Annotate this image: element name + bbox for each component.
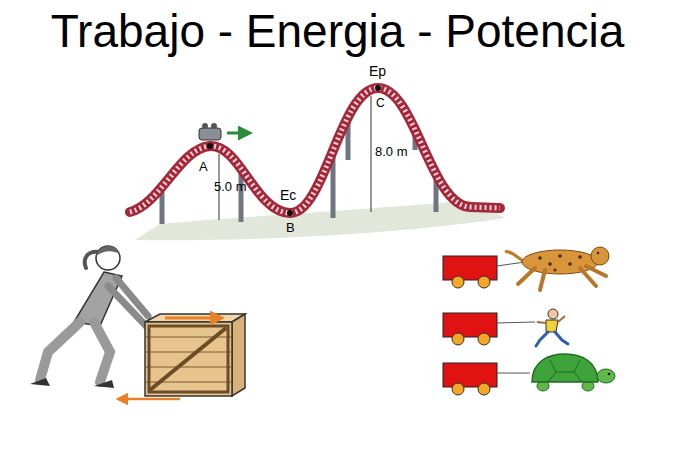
- crate-part: [145, 322, 232, 396]
- roller-coaster: [130, 85, 505, 240]
- cart-turtle-part: [497, 373, 530, 374]
- leg-back: [40, 322, 80, 380]
- cart-cheetah: [443, 247, 609, 290]
- cheetah-head: [591, 247, 609, 265]
- cart-cheetah-part: [452, 276, 464, 288]
- cart-cheetah-part: [497, 262, 525, 266]
- woman-pushing-crate: [30, 246, 245, 399]
- cart-turtle-part: [608, 373, 611, 376]
- coaster-car-part: [199, 128, 221, 140]
- crate-part: [150, 328, 226, 390]
- crate-part: [149, 326, 228, 392]
- runner-legs: [536, 332, 568, 346]
- shoe: [94, 380, 114, 388]
- coaster-car: [199, 123, 221, 140]
- point-b: [287, 210, 293, 216]
- crate-part-part: [145, 337, 232, 338]
- cart-runner: [443, 309, 568, 346]
- height-line-a: [219, 154, 220, 220]
- crate-part-part: [145, 352, 232, 353]
- head: [96, 246, 120, 270]
- cheetah-spots-part: [548, 262, 552, 266]
- arm-lower: [108, 286, 150, 330]
- shoe: [30, 378, 50, 386]
- hair: [96, 246, 120, 256]
- cheetah-legs-part: [518, 268, 535, 284]
- crate: [145, 314, 245, 396]
- shell-pattern: [548, 360, 582, 382]
- cart-turtle-part: [452, 383, 464, 395]
- cheetah-spots-part: [578, 255, 582, 259]
- height-line-c: [371, 96, 372, 212]
- runner-head: [548, 309, 558, 319]
- cheetah-spots-part: [538, 256, 542, 260]
- cheetah-legs: [518, 266, 606, 290]
- crate-part: [232, 314, 245, 396]
- cheetah-spots-part: [568, 262, 572, 266]
- cheetah-spots-part: [597, 252, 600, 255]
- cart-turtle-part: [443, 363, 497, 387]
- point-a: [207, 143, 213, 149]
- cart-turtle: [443, 354, 615, 395]
- ground: [135, 200, 505, 240]
- point-c: [375, 85, 381, 91]
- friction-arrow: [118, 398, 180, 401]
- support-columns-part: [160, 192, 165, 224]
- runner-shirt: [546, 320, 558, 332]
- cart-turtle-part: [478, 383, 490, 395]
- title-holder: Trabajo - Energia - Potencia: [0, 6, 675, 57]
- track-base: [130, 88, 500, 213]
- cheetah-spots: [538, 252, 599, 272]
- track-ties: [130, 88, 500, 213]
- coaster-car-part: [211, 123, 217, 129]
- cart-runner-part: [497, 322, 535, 323]
- push-force-arrow: [165, 317, 222, 320]
- motion-arrow: [227, 132, 250, 135]
- cart-cheetah-part: [478, 276, 490, 288]
- cart-runner-part: [452, 333, 464, 345]
- support-columns-part: [239, 173, 244, 222]
- coaster-car-part: [202, 123, 208, 129]
- cart-runner-part: [443, 313, 497, 337]
- page-title: Trabajo - Energia - Potencia: [51, 6, 625, 57]
- crate-part: [145, 314, 245, 322]
- leg-front: [94, 322, 110, 382]
- cart-cheetah-part: [443, 256, 497, 280]
- turtle-head: [597, 369, 615, 383]
- cheetah-legs-part: [540, 270, 545, 290]
- cheetah-spots-part: [554, 269, 557, 272]
- cheetah-legs-part: [586, 266, 606, 276]
- crate-part-part: [145, 367, 232, 368]
- cheetah-spots-part: [558, 254, 562, 258]
- runner-arms: [537, 316, 565, 323]
- cart-runner-part: [478, 333, 490, 345]
- turtle-shell: [532, 354, 598, 382]
